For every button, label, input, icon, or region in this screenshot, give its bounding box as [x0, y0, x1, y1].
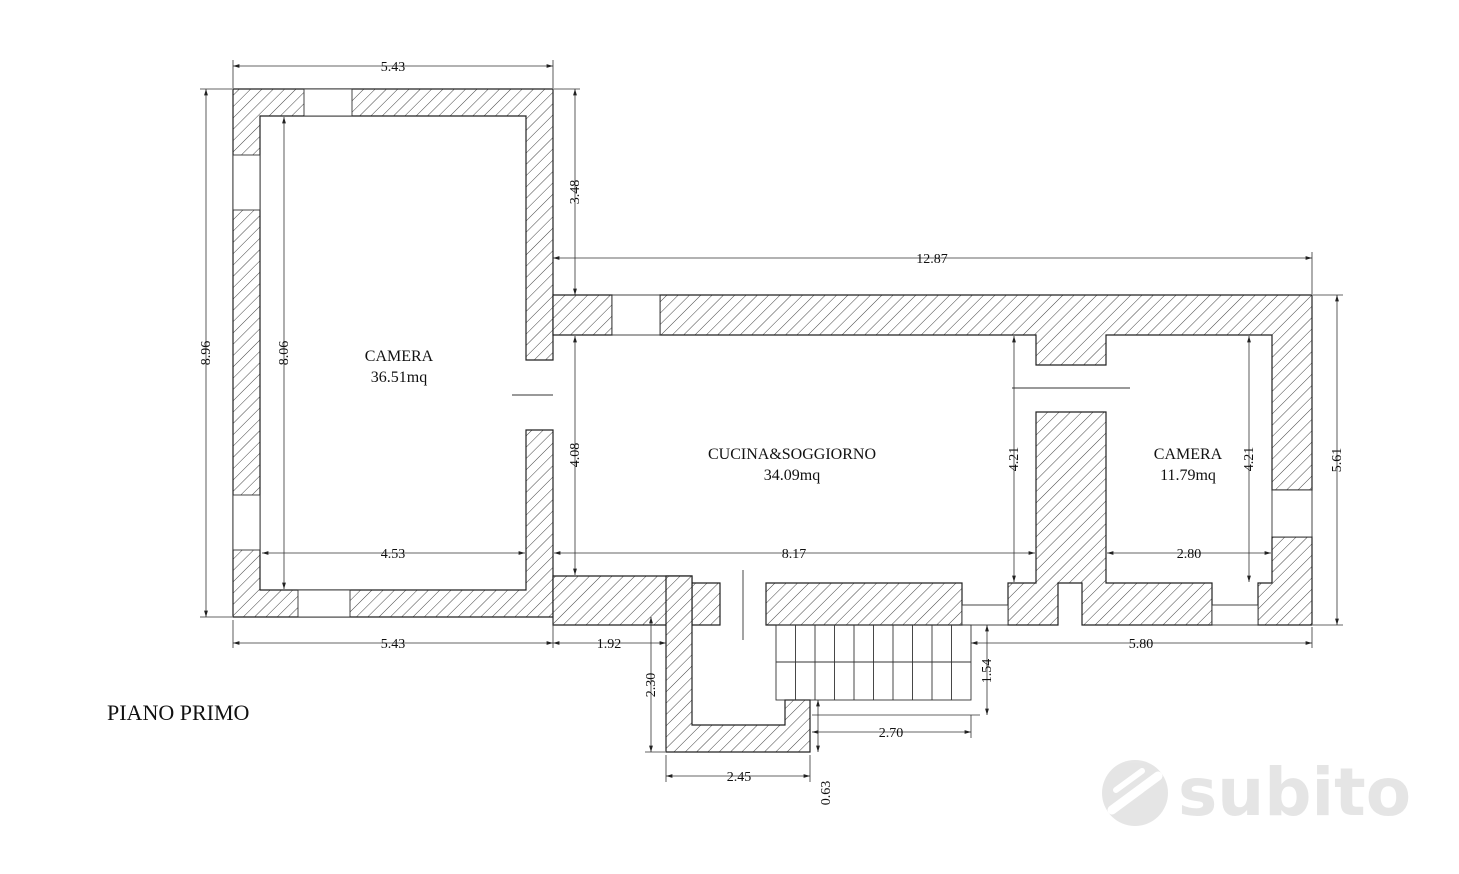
dim-right-total-width: 12.87	[916, 252, 948, 267]
room-area-left-bedroom: 36.51mq	[371, 369, 427, 386]
dim-stair-landing: 0.63	[819, 781, 834, 806]
room-labels: CAMERA 36.51mq CUCINA&SOGGIORNO 34.09mq …	[365, 348, 1223, 484]
room-area-kitchen: 34.09mq	[764, 467, 820, 484]
dim-stair-offset: 1.92	[597, 637, 622, 652]
dim-kitchen-height: 4.08	[568, 443, 583, 468]
room-area-right-bedroom: 11.79mq	[1160, 467, 1216, 484]
watermark: subito	[1102, 754, 1411, 831]
dim-left-total-height: 8.96	[199, 341, 214, 366]
dim-bottom-left-width: 5.43	[381, 637, 406, 652]
dimension-labels: 5.43 5.43 8.96 8.06 4.53 3.48 12.87 4.08…	[199, 60, 1345, 805]
dim-partition-height: 4.21	[1007, 447, 1022, 472]
dimension-lines	[200, 60, 1343, 782]
floor-label: PIANO PRIMO	[107, 700, 249, 725]
dim-right-total-height: 5.61	[1330, 448, 1345, 473]
dim-left-inner-height: 8.06	[277, 341, 292, 366]
stair-well	[665, 575, 972, 753]
dim-right-room-width: 2.80	[1177, 547, 1202, 562]
dim-stair-height: 1.54	[980, 659, 995, 684]
left-bedroom-walls	[232, 88, 554, 618]
dim-stair-width: 2.70	[879, 726, 904, 741]
dim-bottom-right-width: 5.80	[1129, 637, 1154, 652]
dim-kitchen-width: 8.17	[782, 547, 807, 562]
room-name-kitchen: CUCINA&SOGGIORNO	[708, 446, 876, 463]
right-wing-walls	[552, 294, 1313, 640]
watermark-text: subito	[1178, 754, 1411, 831]
dim-left-inner-width: 4.53	[381, 547, 406, 562]
room-name-right-bedroom: CAMERA	[1154, 446, 1223, 463]
dim-stair-well-width: 2.45	[727, 770, 752, 785]
subito-logo-icon	[1102, 760, 1168, 826]
dim-upper-offset: 3.48	[568, 180, 583, 205]
dim-stair-well-height: 2.30	[644, 673, 659, 698]
room-name-left-bedroom: CAMERA	[365, 348, 434, 365]
dim-top-left-width: 5.43	[381, 60, 406, 75]
dim-right-room-height: 4.21	[1242, 447, 1257, 472]
